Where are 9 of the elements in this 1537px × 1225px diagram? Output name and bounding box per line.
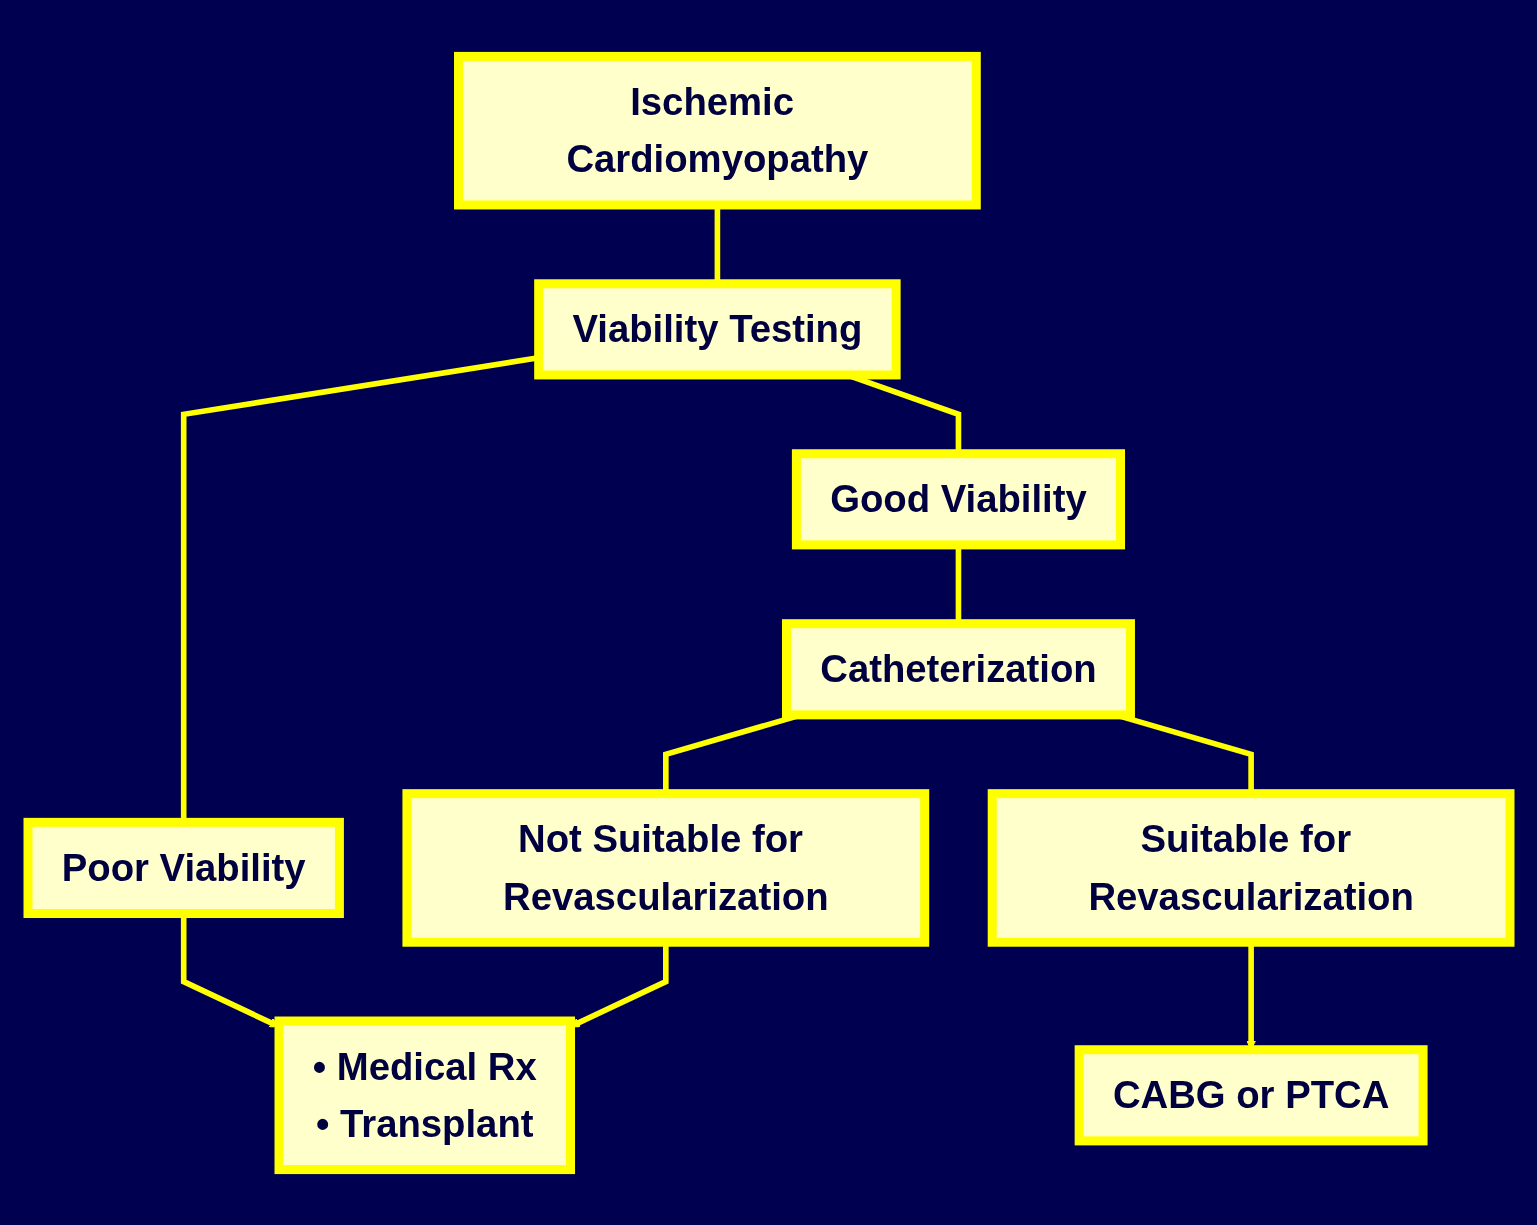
- node-box: Viability Testing: [533, 278, 901, 379]
- node-box: • Medical Rx • Transplant: [274, 1016, 575, 1174]
- node-box: Catheterization: [781, 618, 1135, 719]
- node-box: CABG or PTCA: [1074, 1044, 1428, 1145]
- node-box: Poor Viability: [23, 817, 344, 918]
- node-box: Not Suitable for Revascularization: [401, 788, 929, 947]
- node-box: Ischemic Cardiomyopathy: [453, 51, 981, 209]
- node-box: Suitable for Revascularization: [987, 788, 1514, 947]
- node-box: Good Viability: [791, 448, 1125, 549]
